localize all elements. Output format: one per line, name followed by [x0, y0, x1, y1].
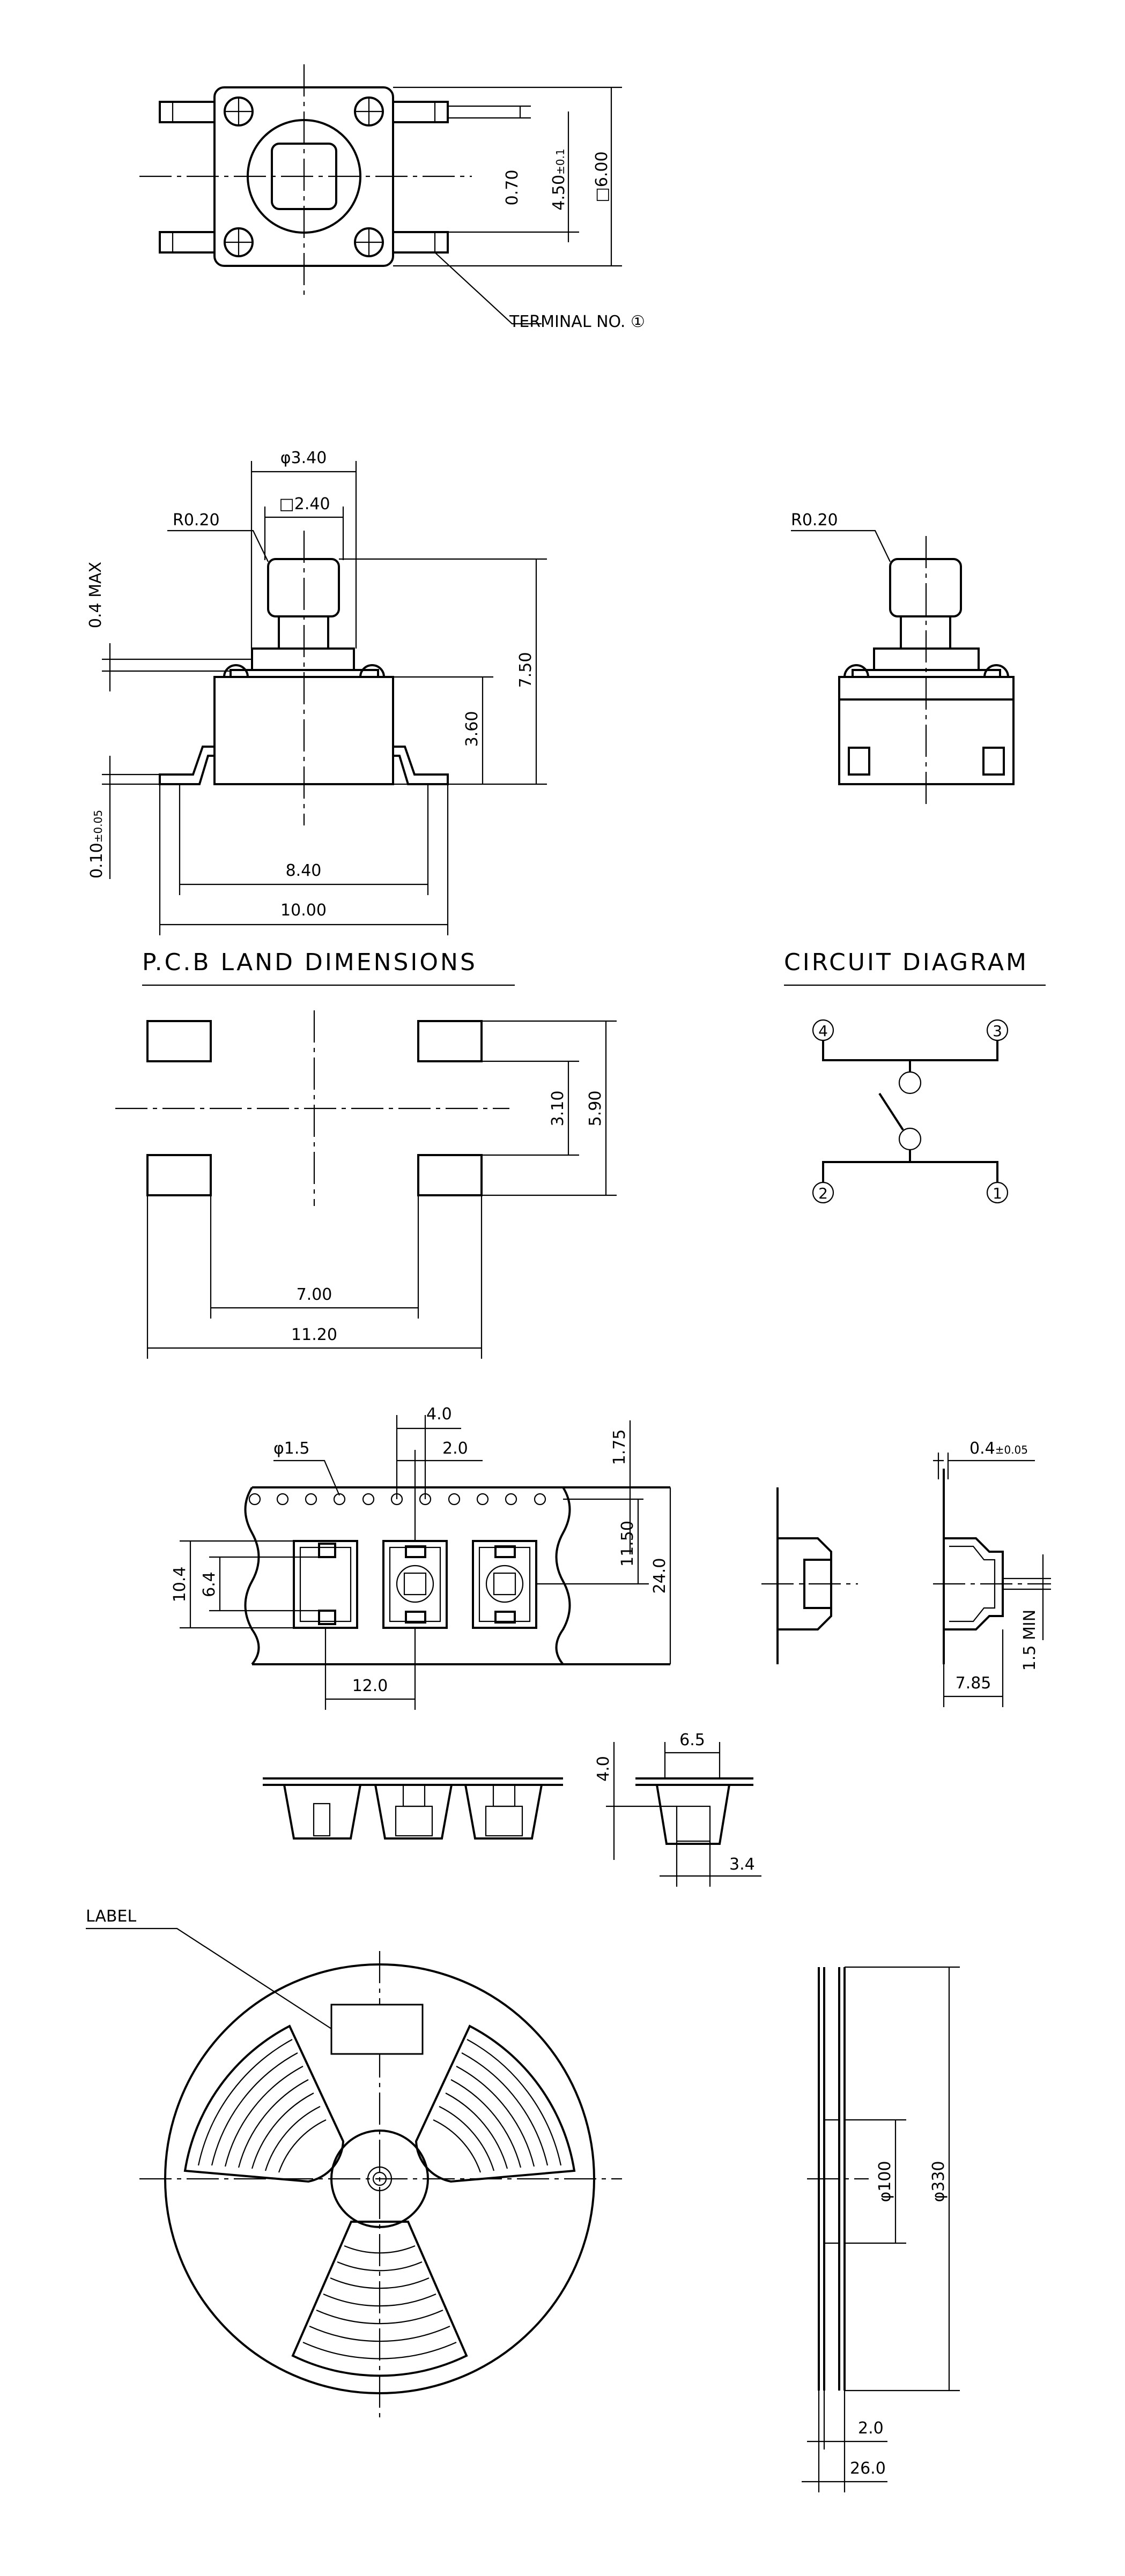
- radius-note: R0.20: [173, 511, 220, 530]
- dim-phi-330: φ330: [929, 2161, 948, 2202]
- pocket-dim-4.0: 4.0: [594, 1756, 613, 1782]
- dim-6.4: 6.4: [200, 1572, 219, 1597]
- dim-10.00: 10.00: [280, 901, 327, 920]
- carrier-tape: 4.0 2.0 φ1.5 1.75 11.50 24.0 10.4 6.4 12…: [171, 1405, 671, 1710]
- reel-window-left: [183, 2024, 345, 2183]
- reel-window-right: [415, 2024, 576, 2183]
- switch-contact-lower: [898, 1127, 922, 1151]
- switch-lever: [878, 1092, 904, 1131]
- top-view: 0.70 4.50±0.1 □6.00 TERMINAL NO. ①: [139, 64, 645, 331]
- switch-contact-upper: [898, 1071, 922, 1095]
- terminal-bottom-right: [392, 231, 449, 254]
- terminal-note: TERMINAL NO. ①: [509, 312, 645, 331]
- pocket-dim-3.4: 3.4: [729, 1855, 755, 1874]
- dim-4.50-tolerance: ±0.1: [554, 148, 567, 175]
- dim-0.4: 0.4±0.05: [969, 1439, 1028, 1458]
- dim-7.50: 7.50: [516, 652, 535, 688]
- dim-12.0: 12.0: [352, 1677, 388, 1695]
- terminal-4-label: 4: [818, 1022, 828, 1040]
- pad-bottom-right: [417, 1154, 483, 1196]
- pocket-1: [293, 1540, 358, 1629]
- dim-0.4-tolerance: ±0.05: [995, 1443, 1028, 1456]
- dim-1.5-min: 1.5 MIN: [1020, 1610, 1039, 1671]
- circuit-diagram: CIRCUIT DIAGRAM 4 3 2 1: [784, 949, 1046, 1204]
- dim-11.50: 11.50: [618, 1521, 637, 1567]
- dim-2.0: 2.0: [442, 1439, 468, 1458]
- dim-6.00: □6.00: [593, 151, 611, 202]
- reel-front: LABEL: [86, 1907, 622, 2417]
- pocket-dim-6.5: 6.5: [679, 1731, 705, 1749]
- pcb-heading: P.C.B LAND DIMENSIONS: [142, 949, 477, 976]
- pcb-land-dimensions: P.C.B LAND DIMENSIONS 3.10 5.90 7.00 11.…: [115, 949, 617, 1359]
- dim-7.00: 7.00: [297, 1285, 332, 1304]
- terminal-3-label: 3: [993, 1022, 1002, 1040]
- dim-0.10-tolerance: ±0.05: [92, 810, 105, 843]
- pocket-3: [472, 1540, 537, 1629]
- dim-3.10: 3.10: [549, 1091, 567, 1127]
- terminal-1-label: 1: [993, 1185, 1002, 1202]
- dim-phi-100: φ100: [876, 2161, 894, 2202]
- tape-cross-section: 0.4±0.05 1.5 MIN 7.85: [933, 1439, 1051, 1707]
- label-callout: LABEL: [86, 1907, 136, 1926]
- terminal-top-left: [159, 101, 216, 123]
- dim-3.60: 3.60: [463, 711, 482, 747]
- dim-0.4-max: 0.4 MAX: [86, 562, 105, 628]
- reel-window-bottom: [291, 2221, 468, 2377]
- side-view: φ3.40 □2.40 R0.20 0.4 MAX 7.50 3.60 0.10…: [86, 449, 547, 935]
- reel-label-area: [330, 2004, 424, 2055]
- dim-1.75: 1.75: [610, 1430, 629, 1465]
- terminal-2-label: 2: [818, 1185, 828, 1202]
- dim-0.10-value: 0.10: [87, 843, 106, 878]
- dim-4.50-value: 4.50: [550, 175, 568, 211]
- dim-0.70: 0.70: [503, 170, 522, 206]
- pocket-detail: 6.5 4.0 3.4: [594, 1731, 761, 1887]
- pocket-2: [382, 1540, 448, 1629]
- dim-square-2.40: □2.40: [279, 495, 330, 513]
- dim-5.90: 5.90: [586, 1091, 605, 1127]
- dim-0.4-value: 0.4: [969, 1439, 995, 1458]
- circuit-heading: CIRCUIT DIAGRAM: [784, 949, 1028, 976]
- dim-11.20: 11.20: [291, 1326, 337, 1344]
- dim-10.4: 10.4: [171, 1567, 189, 1603]
- pad-top-left: [146, 1020, 212, 1062]
- dim-phi-3.40: φ3.40: [280, 449, 327, 467]
- pad-bottom-left: [146, 1154, 212, 1196]
- sprocket-holes: [248, 1493, 546, 1506]
- reel-hub: [330, 2130, 429, 2228]
- terminal-top-right: [392, 101, 449, 123]
- dim-8.40: 8.40: [286, 861, 322, 880]
- dim-26.0: 26.0: [850, 2459, 886, 2478]
- radius-note-right: R0.20: [791, 511, 838, 530]
- dim-2.0-flange: 2.0: [858, 2419, 884, 2438]
- pocket-profile: [263, 1777, 563, 1840]
- dim-0.10: 0.10±0.05: [87, 810, 106, 878]
- dim-4.0: 4.0: [426, 1405, 452, 1424]
- dim-7.85: 7.85: [956, 1674, 991, 1693]
- dim-4.50: 4.50±0.1: [550, 148, 568, 210]
- side-view-right: R0.20: [791, 511, 1015, 809]
- dim-24.0: 24.0: [650, 1558, 669, 1594]
- terminal-bottom-left: [159, 231, 216, 254]
- reel-side: φ100 φ330 2.0 26.0: [802, 1966, 960, 2492]
- tape-side-view: [761, 1487, 858, 1664]
- dim-phi-1.5: φ1.5: [273, 1439, 310, 1458]
- pad-top-right: [417, 1020, 483, 1062]
